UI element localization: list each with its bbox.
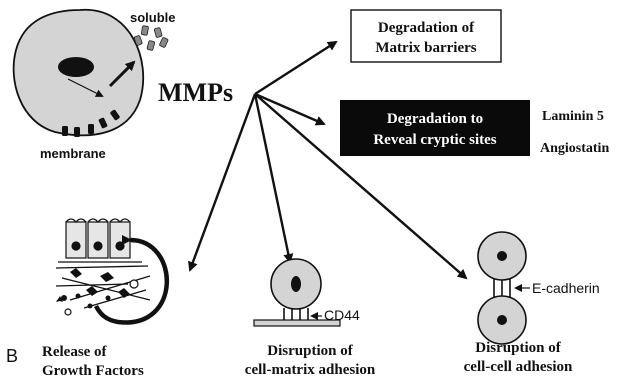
release-curved-arrow xyxy=(93,234,170,325)
growth-factors-line2: Growth Factors xyxy=(42,363,144,379)
cell-matrix-line2: cell-matrix adhesion xyxy=(245,362,376,378)
membrane-label: membrane xyxy=(40,146,106,161)
arrow-to-matrix-barriers xyxy=(254,40,338,96)
cryptic-sites-box: Degradation to Reveal cryptic sites xyxy=(340,100,530,156)
cell-cell-line1: Disruption of xyxy=(475,340,561,356)
arrow-to-cryptic-sites xyxy=(254,92,326,126)
cryptic-sites-line1: Degradation to xyxy=(387,111,483,127)
arrow-to-membrane xyxy=(67,78,104,97)
membrane-mmps xyxy=(62,109,120,137)
cell-cell-illustration: E-cadherin xyxy=(477,231,600,345)
cell-matrix-line1: Disruption of xyxy=(267,343,353,359)
arrow-to-cell-matrix xyxy=(253,93,294,264)
matrix-barriers-line2: Matrix barriers xyxy=(375,40,476,56)
matrix-barriers-box: Degradation of Matrix barriers xyxy=(350,9,502,63)
cryptic-sites-line2: Reveal cryptic sites xyxy=(373,132,496,148)
cell-matrix-illustration: CD44 xyxy=(253,258,360,327)
mmp-arrows xyxy=(188,40,468,280)
growth-factor-particles xyxy=(56,268,130,309)
e-cadherin-label: E-cadherin xyxy=(532,280,600,296)
cell-cell-line2: cell-cell adhesion xyxy=(464,359,573,375)
growth-factor-illustration xyxy=(55,218,170,325)
soluble-label: soluble xyxy=(130,10,176,25)
epithelial-cells xyxy=(65,218,131,259)
mmps-label: MMPs xyxy=(158,78,233,107)
producing-cell: soluble membrane xyxy=(12,9,176,161)
example-laminin: Laminin 5 xyxy=(542,109,604,124)
matrix-fibers xyxy=(55,261,151,309)
cd44-label: CD44 xyxy=(324,307,360,323)
matrix-barriers-line1: Degradation of xyxy=(378,20,475,36)
arrow-to-growth-factors xyxy=(188,93,257,272)
arrow-to-soluble xyxy=(108,60,136,88)
arrow-to-cell-cell xyxy=(254,93,468,280)
panel-label: B xyxy=(6,346,18,366)
soluble-mmps xyxy=(133,25,169,51)
growth-factors-line1: Release of xyxy=(42,344,108,360)
example-angiostatin: Angiostatin xyxy=(540,141,609,156)
cell-nucleus xyxy=(58,57,94,77)
